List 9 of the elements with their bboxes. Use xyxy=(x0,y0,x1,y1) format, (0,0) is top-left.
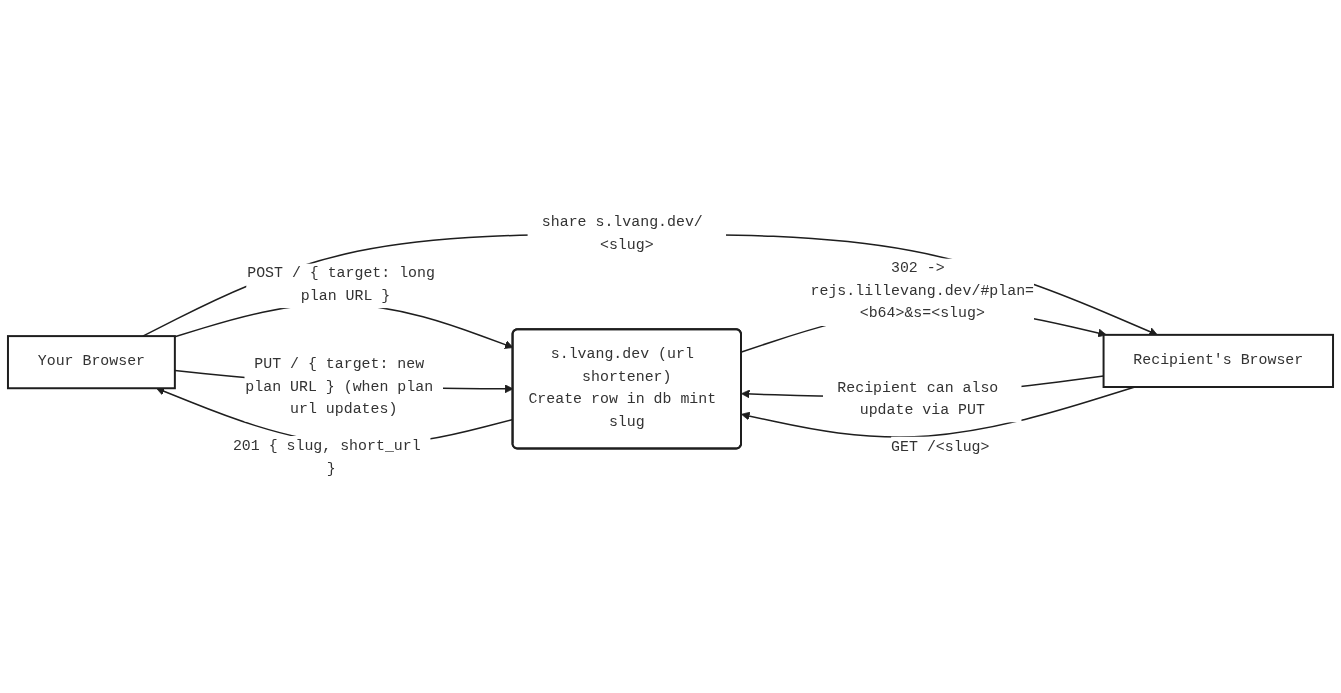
edge-label: 302 -> rejs.lillevang.dev/#plan=<b64>&s=<slug> xyxy=(810,260,1035,323)
node-box: Your Browser xyxy=(6,335,176,390)
edge-label: POST / { target: long plan URL } xyxy=(247,265,435,305)
edge-label: 201 { slug, short_url } xyxy=(232,438,421,478)
edge-label: PUT / { target: new plan URL } (when plan url updates) xyxy=(245,356,434,418)
node-box: Recipient's Browser xyxy=(1102,334,1335,389)
edge-label: Recipient can also update via PUT xyxy=(837,379,999,420)
edge-label: GET /<slug> xyxy=(891,438,990,456)
edge-label: share s.lvang.dev/ <slug> xyxy=(541,214,703,254)
